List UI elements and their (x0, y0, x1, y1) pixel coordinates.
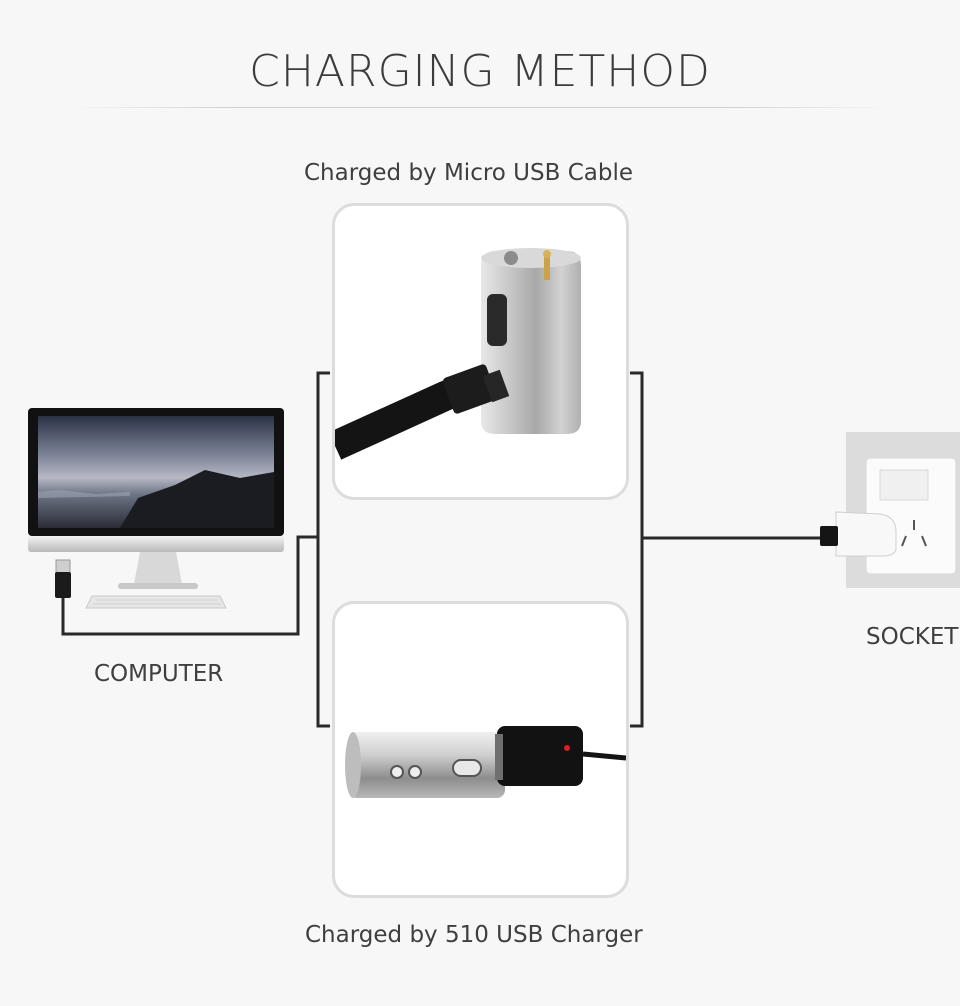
page-title: CHARGING METHOD (249, 46, 711, 97)
socket-label: SOCKET (866, 624, 959, 650)
usb-charger-card (332, 601, 629, 898)
socket-icon (846, 432, 960, 588)
title-divider (70, 107, 890, 108)
charger-image (345, 726, 626, 798)
bottom-method-label: Charged by 510 USB Charger (305, 922, 643, 948)
top-method-label: Charged by Micro USB Cable (304, 160, 633, 186)
computer-label: COMPUTER (94, 661, 224, 687)
micro-usb-card (332, 203, 629, 500)
box-mod-image (335, 248, 581, 460)
